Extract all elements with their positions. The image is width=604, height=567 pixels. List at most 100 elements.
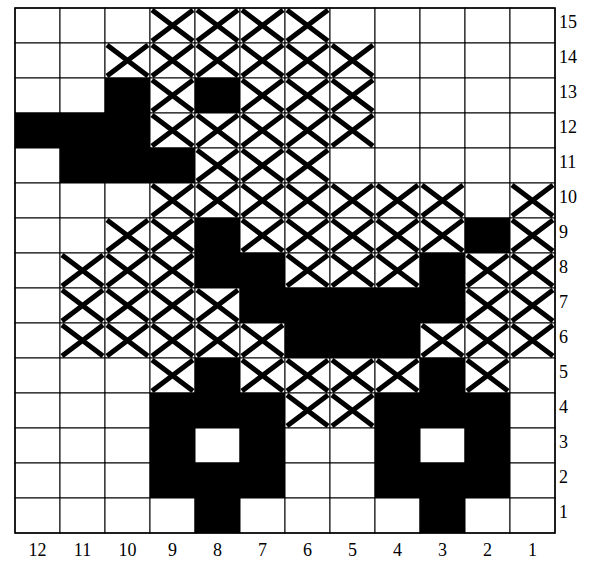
cross-mark xyxy=(422,185,463,216)
cross-mark xyxy=(512,290,553,321)
grid-cell xyxy=(465,288,510,323)
grid-cells xyxy=(15,8,555,533)
filled-cell xyxy=(195,393,240,428)
grid-cell xyxy=(150,78,195,113)
cross-stitch xyxy=(287,360,328,391)
grid-cell xyxy=(105,463,150,498)
cross-mark xyxy=(107,220,148,251)
cross-mark xyxy=(287,10,328,41)
grid-cell xyxy=(105,8,150,43)
grid-cell xyxy=(330,148,375,183)
grid-cell xyxy=(195,8,240,43)
cross-mark xyxy=(512,220,553,251)
cross-mark xyxy=(242,115,283,146)
cross-stitch xyxy=(152,115,193,146)
cross-mark xyxy=(197,10,238,41)
row-number: 5 xyxy=(559,363,568,381)
grid-cell xyxy=(240,218,285,253)
cross-stitch xyxy=(422,220,463,251)
grid-cell xyxy=(150,498,195,533)
filled-cell xyxy=(195,78,240,113)
grid-cell xyxy=(285,148,330,183)
cross-mark xyxy=(242,45,283,76)
row-number: 4 xyxy=(559,398,568,416)
grid-cell xyxy=(240,183,285,218)
grid-cell xyxy=(150,253,195,288)
grid-cell xyxy=(240,8,285,43)
grid-cell xyxy=(420,183,465,218)
filled-cell xyxy=(420,288,465,323)
column-number: 3 xyxy=(438,541,447,559)
cross-stitch xyxy=(512,290,553,321)
filled-cell xyxy=(420,253,465,288)
filled-cell xyxy=(465,463,510,498)
cross-mark xyxy=(62,325,103,356)
cross-stitch xyxy=(332,395,373,426)
grid-cell xyxy=(240,323,285,358)
filled-cell xyxy=(420,463,465,498)
filled-cell xyxy=(375,323,420,358)
grid-cell xyxy=(60,8,105,43)
cross-stitch xyxy=(197,115,238,146)
cross-stitch xyxy=(422,185,463,216)
grid-cell xyxy=(510,218,555,253)
cross-stitch xyxy=(152,45,193,76)
cross-stitch xyxy=(512,185,553,216)
cross-stitch xyxy=(512,325,553,356)
grid-cell xyxy=(60,428,105,463)
cross-mark xyxy=(287,45,328,76)
filled-cell xyxy=(150,148,195,183)
grid-cell xyxy=(330,428,375,463)
grid-cell xyxy=(150,183,195,218)
cross-stitch xyxy=(332,115,373,146)
row-number: 1 xyxy=(559,503,568,521)
grid-cell xyxy=(510,253,555,288)
cross-stitch xyxy=(242,220,283,251)
cross-mark xyxy=(377,255,418,286)
grid-cell xyxy=(60,43,105,78)
filled-cell xyxy=(240,463,285,498)
grid-cell xyxy=(285,463,330,498)
column-number: 9 xyxy=(168,541,177,559)
grid-cell xyxy=(195,148,240,183)
grid-cell xyxy=(150,323,195,358)
cross-stitch xyxy=(152,220,193,251)
row-number: 6 xyxy=(559,328,568,346)
cross-stitch xyxy=(197,325,238,356)
grid-cell xyxy=(465,253,510,288)
filled-cell xyxy=(240,428,285,463)
grid-cell xyxy=(285,183,330,218)
cross-stitch xyxy=(107,220,148,251)
filled-cell xyxy=(285,323,330,358)
grid-cell xyxy=(105,393,150,428)
filled-cell xyxy=(375,428,420,463)
grid-cell xyxy=(375,498,420,533)
cross-mark xyxy=(377,360,418,391)
row-number: 12 xyxy=(559,118,577,136)
grid-cell xyxy=(465,148,510,183)
grid-cell xyxy=(510,323,555,358)
cross-stitch xyxy=(287,220,328,251)
column-number: 10 xyxy=(119,541,137,559)
cross-stitch xyxy=(242,185,283,216)
cross-stitch xyxy=(62,290,103,321)
grid-cell xyxy=(240,43,285,78)
grid-cell xyxy=(195,43,240,78)
cross-mark xyxy=(287,255,328,286)
column-number: 5 xyxy=(348,541,357,559)
cross-mark xyxy=(242,80,283,111)
grid-cell xyxy=(420,218,465,253)
grid-cell xyxy=(60,358,105,393)
cross-stitch xyxy=(377,220,418,251)
cross-mark xyxy=(287,80,328,111)
cross-mark xyxy=(332,220,373,251)
grid-cell xyxy=(15,428,60,463)
filled-cell xyxy=(330,323,375,358)
filled-cell xyxy=(60,148,105,183)
cross-mark xyxy=(287,220,328,251)
filled-cell xyxy=(195,463,240,498)
row-number: 10 xyxy=(559,188,577,206)
grid-cell xyxy=(510,463,555,498)
grid-cell xyxy=(375,148,420,183)
grid-cell xyxy=(60,393,105,428)
